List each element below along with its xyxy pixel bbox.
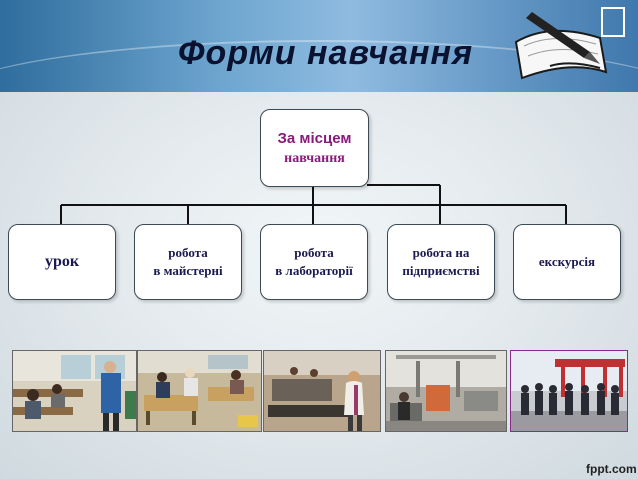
child-label-line2: в лабораторії <box>275 263 353 278</box>
child-label-line1: екскурсія <box>538 254 596 269</box>
enterprise-photo <box>385 350 507 432</box>
classroom-photo <box>12 350 137 432</box>
watermark: fppt.com <box>586 462 637 476</box>
workshop-photo <box>137 350 262 432</box>
child-label-line2: в майстерні <box>153 263 223 278</box>
child-node-excursion: екскурсія <box>513 224 621 300</box>
laboratory-photo <box>263 350 381 432</box>
excursion-photo <box>510 350 628 432</box>
root-node-label-line1: За місцем <box>277 129 352 147</box>
page-title: Форми навчання <box>178 34 474 72</box>
child-label-line1: робота на <box>412 245 470 260</box>
child-node-laboratory: робота в лабораторії <box>260 224 368 300</box>
root-node-label-line2: навчання <box>284 150 345 166</box>
child-label-line2: підприємстві <box>402 263 480 278</box>
title-banner: Форми навчання <box>0 0 638 92</box>
pen-paper-icon <box>514 7 625 80</box>
child-label-line1: робота <box>168 245 208 260</box>
child-label-line1: робота <box>294 245 334 260</box>
child-node-workshop: робота в майстерні <box>134 224 242 300</box>
root-node-box: За місцем навчання <box>260 109 369 187</box>
child-node-enterprise: робота на підприємстві <box>387 224 495 300</box>
child-node-lesson: урок <box>8 224 116 300</box>
child-label-line1: урок <box>44 253 80 270</box>
